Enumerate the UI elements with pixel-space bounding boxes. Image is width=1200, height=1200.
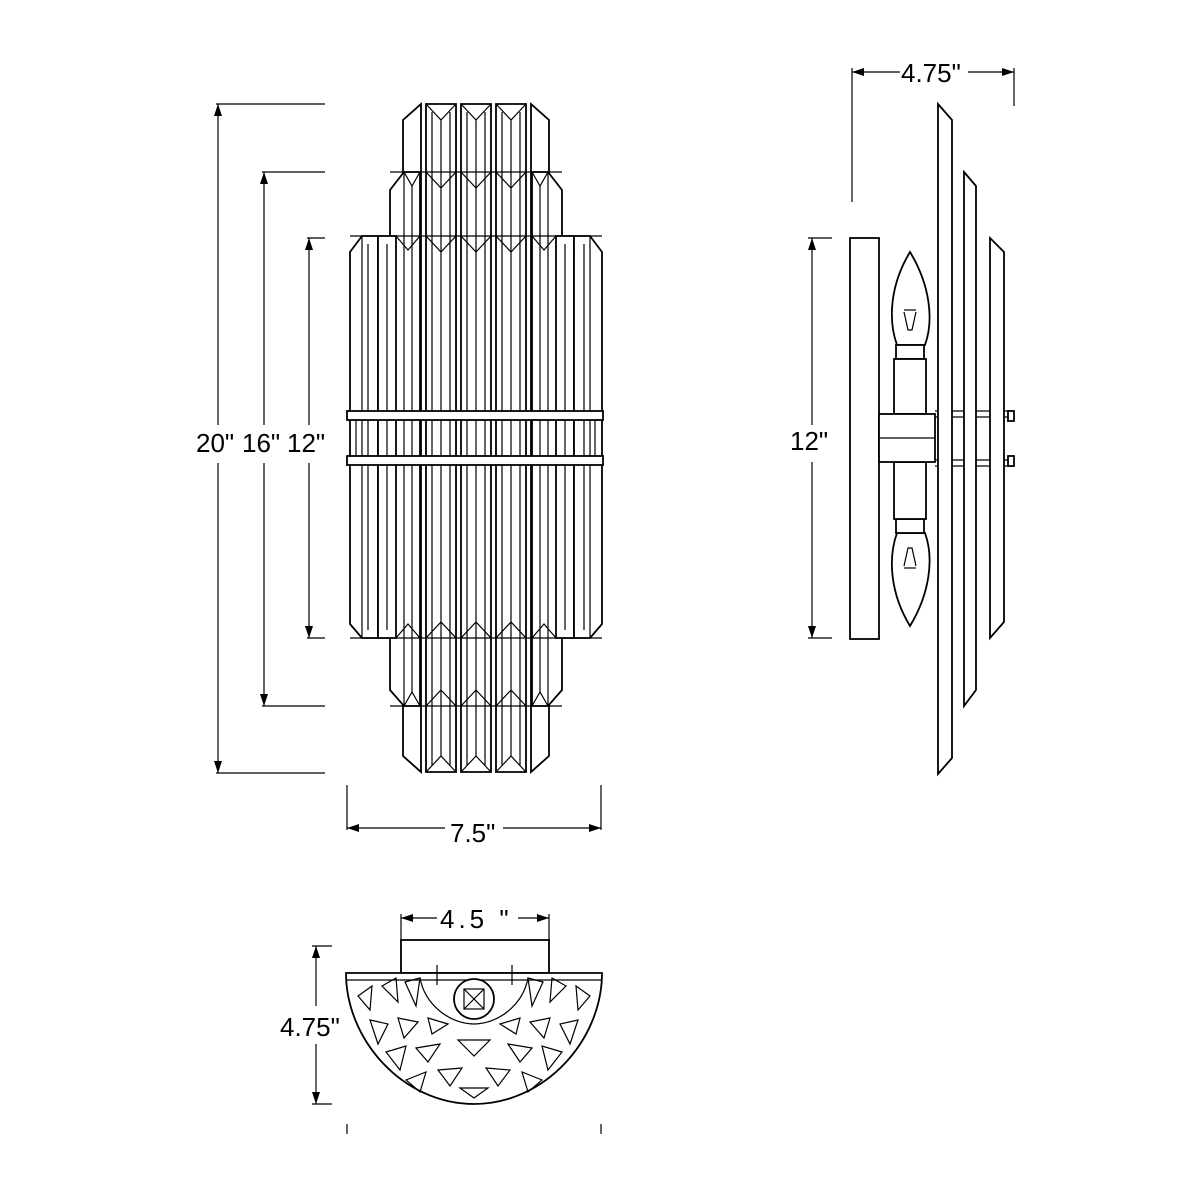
dim-width-7-5: 7.5" <box>450 818 495 848</box>
dim-height-12: 12" <box>287 428 325 458</box>
dim-bottom-depth-4-75: 4.75" <box>280 1012 340 1042</box>
crystal-rod-icon <box>349 186 603 692</box>
side-view: 4.75" 12" <box>790 58 1015 777</box>
dim-side-height-12: 12" <box>790 426 828 456</box>
candelabra-bulb-icon <box>890 461 931 628</box>
support-band <box>346 455 604 466</box>
bottom-view: 4.5 " 4.75" <box>280 904 603 1134</box>
dim-height-20: 20" <box>196 428 234 458</box>
crystal-rod-icon <box>402 101 550 775</box>
candelabra-bulb-icon <box>890 250 931 415</box>
front-view: 20" 16" 12" <box>196 101 604 848</box>
crystal-dome <box>345 972 603 1105</box>
dim-depth-4-75: 4.75" <box>901 58 961 88</box>
crystal-rod-icon <box>357 977 591 1099</box>
backplate <box>849 237 880 640</box>
backplate-bottom <box>400 939 550 974</box>
dim-backplate-4-5: 4.5 " <box>440 904 513 934</box>
crystal-rod-icon <box>937 101 1005 777</box>
support-band <box>346 410 604 421</box>
dim-height-16: 16" <box>242 428 280 458</box>
